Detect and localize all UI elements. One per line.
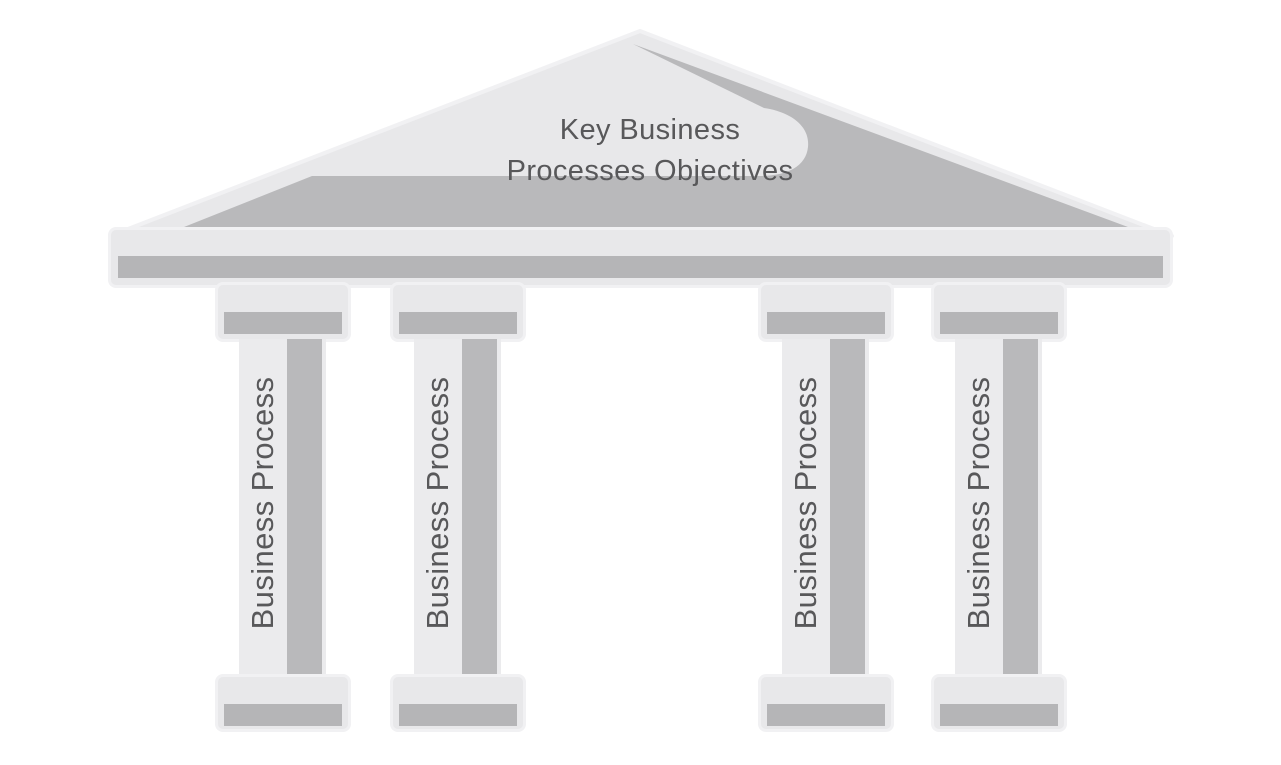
pillar-1-base-stripe bbox=[224, 704, 342, 726]
pillar-4-shaft-stripe bbox=[1003, 339, 1038, 677]
pillar-1-label: Business Process bbox=[245, 376, 280, 630]
pediment-swoosh-shape bbox=[184, 44, 1128, 227]
pillar-3-capital bbox=[761, 285, 891, 339]
pediment-title: Key Business Processes Objectives bbox=[340, 110, 960, 192]
pediment-title-line1: Key Business bbox=[559, 114, 741, 146]
entablature-beam bbox=[111, 230, 1170, 285]
pillar-1-shaft-stripe bbox=[287, 339, 322, 677]
pillar-1-shaft bbox=[239, 339, 326, 677]
pillar-3-shaft bbox=[782, 339, 869, 677]
pillar-4: Business Process bbox=[934, 285, 1064, 729]
pillar-1-capital bbox=[218, 285, 348, 339]
pillar-2-label: Business Process bbox=[420, 376, 455, 630]
pillar-4-capital bbox=[934, 285, 1064, 339]
pediment-title-line2: Processes Objectives bbox=[506, 155, 794, 187]
pillar-4-label: Business Process bbox=[961, 376, 996, 630]
pillar-3-label: Business Process bbox=[788, 376, 823, 630]
pillar-3-base bbox=[761, 677, 891, 729]
entablature-stripe bbox=[118, 256, 1163, 278]
pillar-1-capital-stripe bbox=[224, 312, 342, 334]
pillar-3-shaft-stripe bbox=[830, 339, 865, 677]
pillar-3: Business Process bbox=[761, 285, 891, 729]
pillar-2-capital bbox=[393, 285, 523, 339]
pillar-2-shaft bbox=[414, 339, 501, 677]
pillar-4-capital-stripe bbox=[940, 312, 1058, 334]
pillar-3-capital-stripe bbox=[767, 312, 885, 334]
pillar-2-shaft-stripe bbox=[462, 339, 497, 677]
pillar-4-base-stripe bbox=[940, 704, 1058, 726]
pillar-1: Business Process bbox=[218, 285, 348, 729]
pillar-4-base bbox=[934, 677, 1064, 729]
pillar-4-shaft bbox=[955, 339, 1042, 677]
pillar-2-base-stripe bbox=[399, 704, 517, 726]
pillar-2: Business Process bbox=[393, 285, 523, 729]
pillar-2-base bbox=[393, 677, 523, 729]
pillar-2-capital-stripe bbox=[399, 312, 517, 334]
pillar-1-base bbox=[218, 677, 348, 729]
pillar-3-base-stripe bbox=[767, 704, 885, 726]
